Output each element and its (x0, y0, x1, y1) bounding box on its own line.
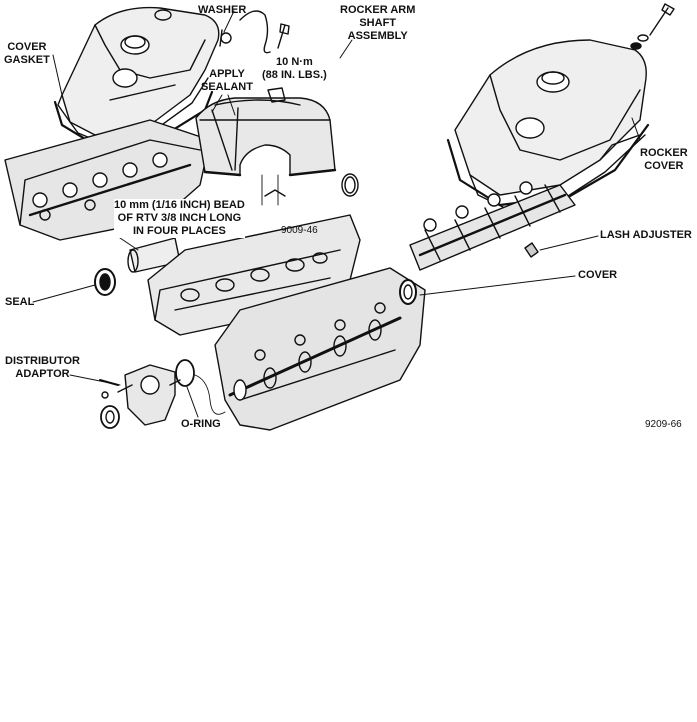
figure-code-label: 9209-66 (645, 419, 682, 430)
rocker-cover-label: ROCKER COVER (640, 147, 688, 172)
distributor-adaptor-shape (99, 364, 181, 429)
cover-label: COVER (578, 269, 618, 281)
sealant-inset (195, 87, 337, 206)
top-bolt-shape (277, 23, 290, 49)
apply-sealant-label: APPLY SEALANT (201, 68, 253, 93)
distributor-adaptor-label: DISTRIBUTOR ADAPTOR (5, 355, 80, 380)
o-ring-label: O-RING (181, 418, 221, 430)
lash-adjuster-shape (524, 242, 539, 258)
right-rocker-cover (454, 39, 647, 209)
left-rocker-cover (57, 6, 220, 143)
washer-shape (220, 32, 232, 44)
washer-label: WASHER (198, 4, 247, 16)
right-bolt-shape (649, 3, 675, 36)
cover-ring-shape (399, 279, 417, 305)
seal-label: SEAL (5, 296, 35, 308)
torque-label: 10 N·m (88 IN. LBS.) (262, 56, 327, 81)
o-ring-shape (175, 359, 195, 387)
bead-spec-label: 10 mm (1/16 INCH) BEAD OF RTV 3/8 INCH L… (114, 199, 245, 238)
lower-cylinder-head (214, 267, 426, 431)
inset-code-label: 9009-46 (281, 225, 318, 236)
right-rocker-assembly (409, 181, 576, 271)
cover-gasket-label: COVER GASKET (4, 41, 50, 66)
rocker-arm-shaft-assembly-label: ROCKER ARM SHAFT ASSEMBLY (340, 4, 416, 42)
lash-adjuster-label: LASH ADJUSTER (600, 229, 692, 241)
